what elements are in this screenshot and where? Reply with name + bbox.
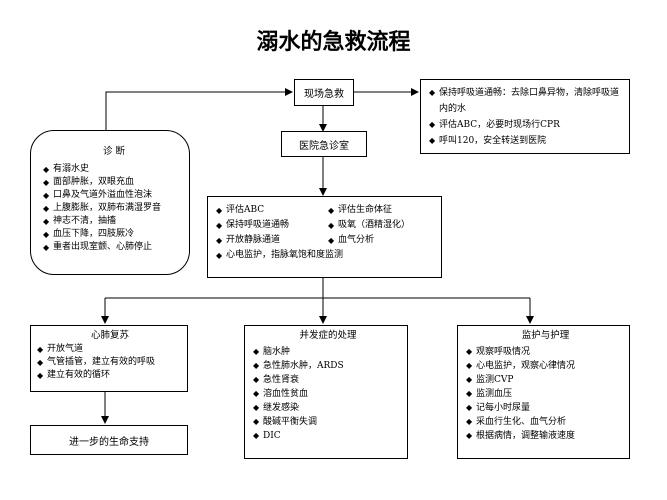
- monitoring-title: 监护与护理: [521, 330, 570, 341]
- emergency-actions-box: 评估ABC 保持呼吸道通畅 开放静脉通道 评估生命体征 吸氧（酒精湿化） 血气分…: [207, 196, 442, 278]
- hospital-emergency-room-node: 医院急诊室: [281, 131, 367, 157]
- diagnosis-item: 重者出现室颤、心肺停止: [43, 241, 185, 254]
- monitoring-item: 监测血压: [466, 387, 625, 401]
- cpr-title: 心肺复苏: [90, 330, 129, 341]
- diagnosis-item: 有溺水史: [43, 163, 185, 176]
- page-title: 溺水的急救流程: [256, 30, 411, 55]
- monitoring-item: 根据病情，调整输液速度: [466, 429, 625, 443]
- complication-item: 急性肾衰: [253, 373, 403, 387]
- monitoring-care-box: 监护与护理 观察呼吸情况 心电监护，观察心律情况 监测CVP 监测血压 记每小时…: [457, 325, 630, 459]
- complication-item: 急性肺水肿，ARDS: [253, 359, 403, 373]
- emergency-action-item: 吸氧（酒精湿化）: [328, 218, 448, 233]
- complications-title: 并发症的处理: [299, 330, 357, 341]
- complication-item: 脑水肿: [253, 345, 403, 359]
- complication-item: 溶血性贫血: [253, 387, 403, 401]
- monitoring-item: 观察呼吸情况: [466, 345, 625, 359]
- monitoring-item: 心电监护，观察心律情况: [466, 359, 625, 373]
- scene-action-item: 呼叫120，安全转送到医院: [429, 133, 625, 149]
- scene-action-item: 保持呼吸道通畅：去除口鼻异物，清除呼吸道内的水: [429, 85, 625, 117]
- diagnosis-item: 口鼻及气道外溢血性泡沫: [43, 189, 185, 202]
- cpr-item: 建立有效的循环: [37, 369, 183, 382]
- diagnosis-title: 诊 断: [102, 146, 126, 157]
- diagnosis-item: 上腹膨胀，双肺布满湿罗音: [43, 202, 185, 215]
- diagnosis-box: 诊 断 有溺水史 面部肿胀，双眼充血 口鼻及气道外溢血性泡沫 上腹膨胀，双肺布满…: [30, 130, 190, 275]
- connector-diagnosis-to-scene: [105, 88, 293, 130]
- scene-actions-box: 保持呼吸道通畅：去除口鼻异物，清除呼吸道内的水 评估ABC，必要时现场行CPR …: [420, 79, 630, 154]
- scene-rescue-node: 现场急救: [294, 79, 354, 106]
- emergency-action-item: 评估ABC: [216, 203, 324, 218]
- cpr-box: 心肺复苏 开放气道 气管插管，建立有效的呼吸 建立有效的循环: [30, 325, 188, 392]
- complication-item: 酸碱平衡失调: [253, 415, 403, 429]
- monitoring-item: 采血行生化、血气分析: [466, 415, 625, 429]
- cpr-item: 气管插管，建立有效的呼吸: [37, 356, 183, 369]
- scene-rescue-label: 现场急救: [304, 89, 344, 100]
- cpr-item: 开放气道: [37, 343, 183, 356]
- diagnosis-item: 血压下降，四肢厥冷: [43, 228, 185, 241]
- diagnosis-item: 神志不清，抽搐: [43, 215, 185, 228]
- emergency-action-item: 评估生命体征: [328, 203, 448, 218]
- complication-item: 继发感染: [253, 401, 403, 415]
- emergency-action-item: 心电监护，指脉氧饱和度监测: [216, 248, 437, 263]
- scene-action-item: 评估ABC，必要时现场行CPR: [429, 117, 625, 133]
- emergency-action-item: 开放静脉通道: [216, 233, 324, 248]
- emergency-action-item: 血气分析: [328, 233, 448, 248]
- hospital-room-label: 医院急诊室: [299, 140, 349, 152]
- diagnosis-item: 面部肿胀，双眼充血: [43, 176, 185, 189]
- complication-item: DIC: [253, 429, 403, 443]
- further-life-support-node: 进一步的生命支持: [30, 425, 188, 455]
- emergency-action-item: 保持呼吸道通畅: [216, 218, 324, 233]
- monitoring-item: 监测CVP: [466, 373, 625, 387]
- further-life-support-label: 进一步的生命支持: [69, 436, 149, 448]
- monitoring-item: 记每小时尿量: [466, 401, 625, 415]
- complications-box: 并发症的处理 脑水肿 急性肺水肿，ARDS 急性肾衰 溶血性贫血 继发感染 酸碱…: [244, 325, 408, 459]
